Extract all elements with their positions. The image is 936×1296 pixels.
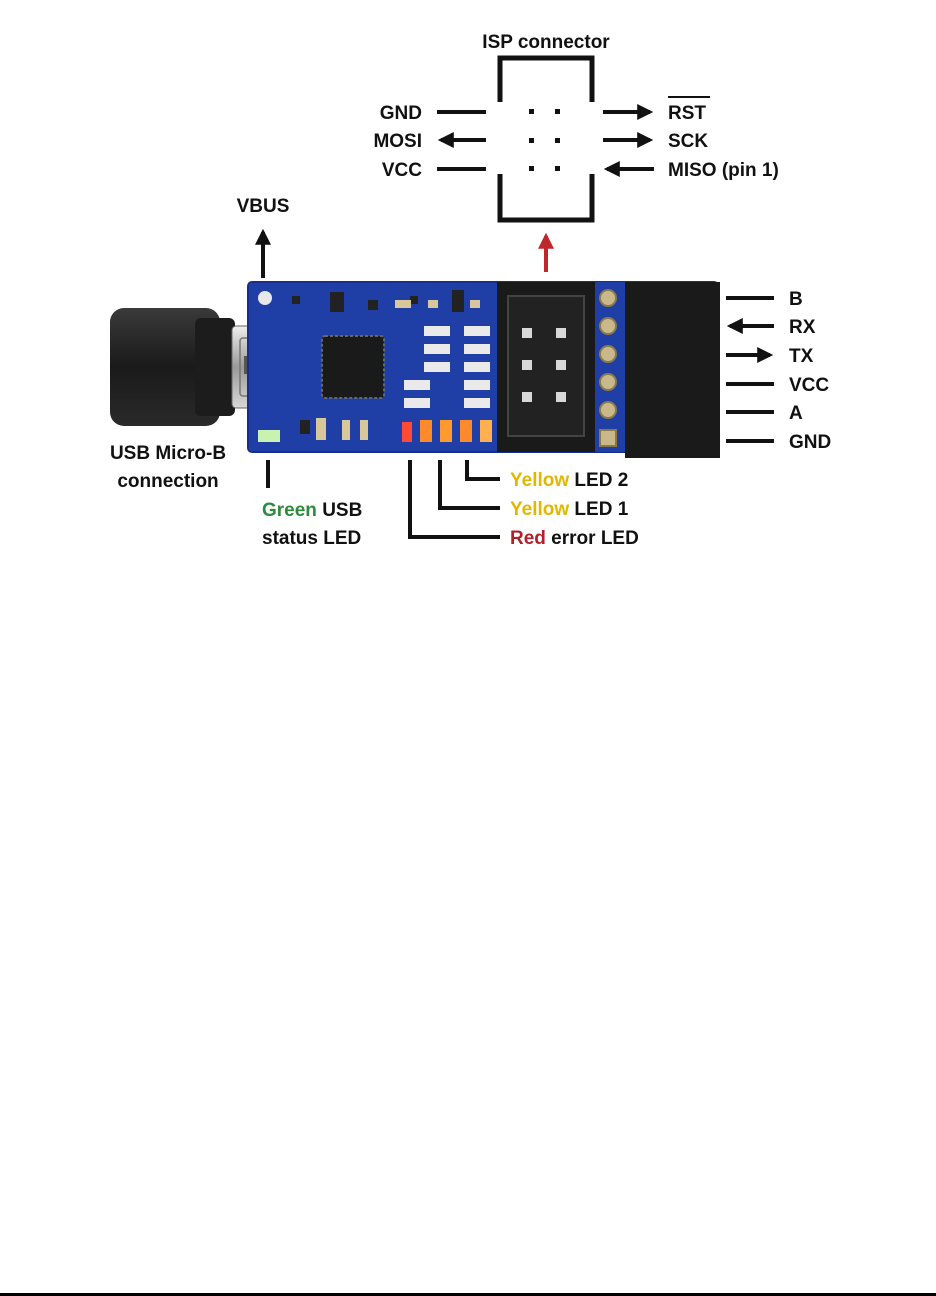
green-led-label-line1: Green USB <box>262 500 362 521</box>
green-led-label-line2: status LED <box>262 528 361 549</box>
isp-left-pin-mosi: MOSI <box>373 131 422 152</box>
serial-pin-b: B <box>789 289 803 310</box>
led1-color-word: Yellow <box>510 499 569 520</box>
error-led-label: Red error LED <box>510 528 639 549</box>
red-color-word: Red <box>510 528 546 549</box>
error-led-rest: error LED <box>546 528 639 549</box>
green-rest: USB <box>317 500 362 521</box>
serial-pin-row <box>596 282 626 452</box>
isp-left-pin-gnd: GND <box>380 103 422 124</box>
isp-right-pin-miso: MISO (pin 1) <box>668 160 779 181</box>
isp-header <box>497 282 595 452</box>
isp-connector-box <box>497 55 595 223</box>
led2-label: Yellow LED 2 <box>510 470 628 491</box>
isp-title: ISP connector <box>482 32 610 53</box>
serial-pin-a: A <box>789 403 803 424</box>
isp-right-pin-rst: RST <box>668 103 706 124</box>
mount-hole <box>258 291 272 305</box>
red-error-led <box>402 422 412 442</box>
green-word: Green <box>262 500 317 521</box>
led1-leader <box>438 460 500 510</box>
vbus-label: VBUS <box>237 196 290 217</box>
isp-right-pin-sck: SCK <box>668 131 708 152</box>
isp-left-pin-vcc: VCC <box>382 160 422 181</box>
led1-label: Yellow LED 1 <box>510 499 629 520</box>
serial-pin-vcc: VCC <box>789 375 829 396</box>
microcontroller-chip <box>321 335 385 399</box>
led1-rest: LED 1 <box>569 499 629 520</box>
usb-label-line1: USB Micro-B <box>110 443 226 464</box>
led2-rest: LED 2 <box>569 470 628 491</box>
serial-pin-rx: RX <box>789 317 816 338</box>
led2-leader <box>465 460 500 481</box>
yellow-led-1 <box>420 420 432 442</box>
usb-label-line2: connection <box>117 471 218 492</box>
isp-pin-dots <box>529 109 560 171</box>
serial-header-block <box>625 282 720 458</box>
usb-cable <box>110 308 235 426</box>
serial-pin-tx: TX <box>789 346 814 367</box>
led2-color-word: Yellow <box>510 470 569 491</box>
bottom-rule <box>0 1293 936 1296</box>
green-usb-led <box>258 430 280 442</box>
serial-pin-gnd: GND <box>789 432 831 453</box>
yellow-led-2 <box>440 420 452 442</box>
error-led-leader <box>408 460 500 539</box>
